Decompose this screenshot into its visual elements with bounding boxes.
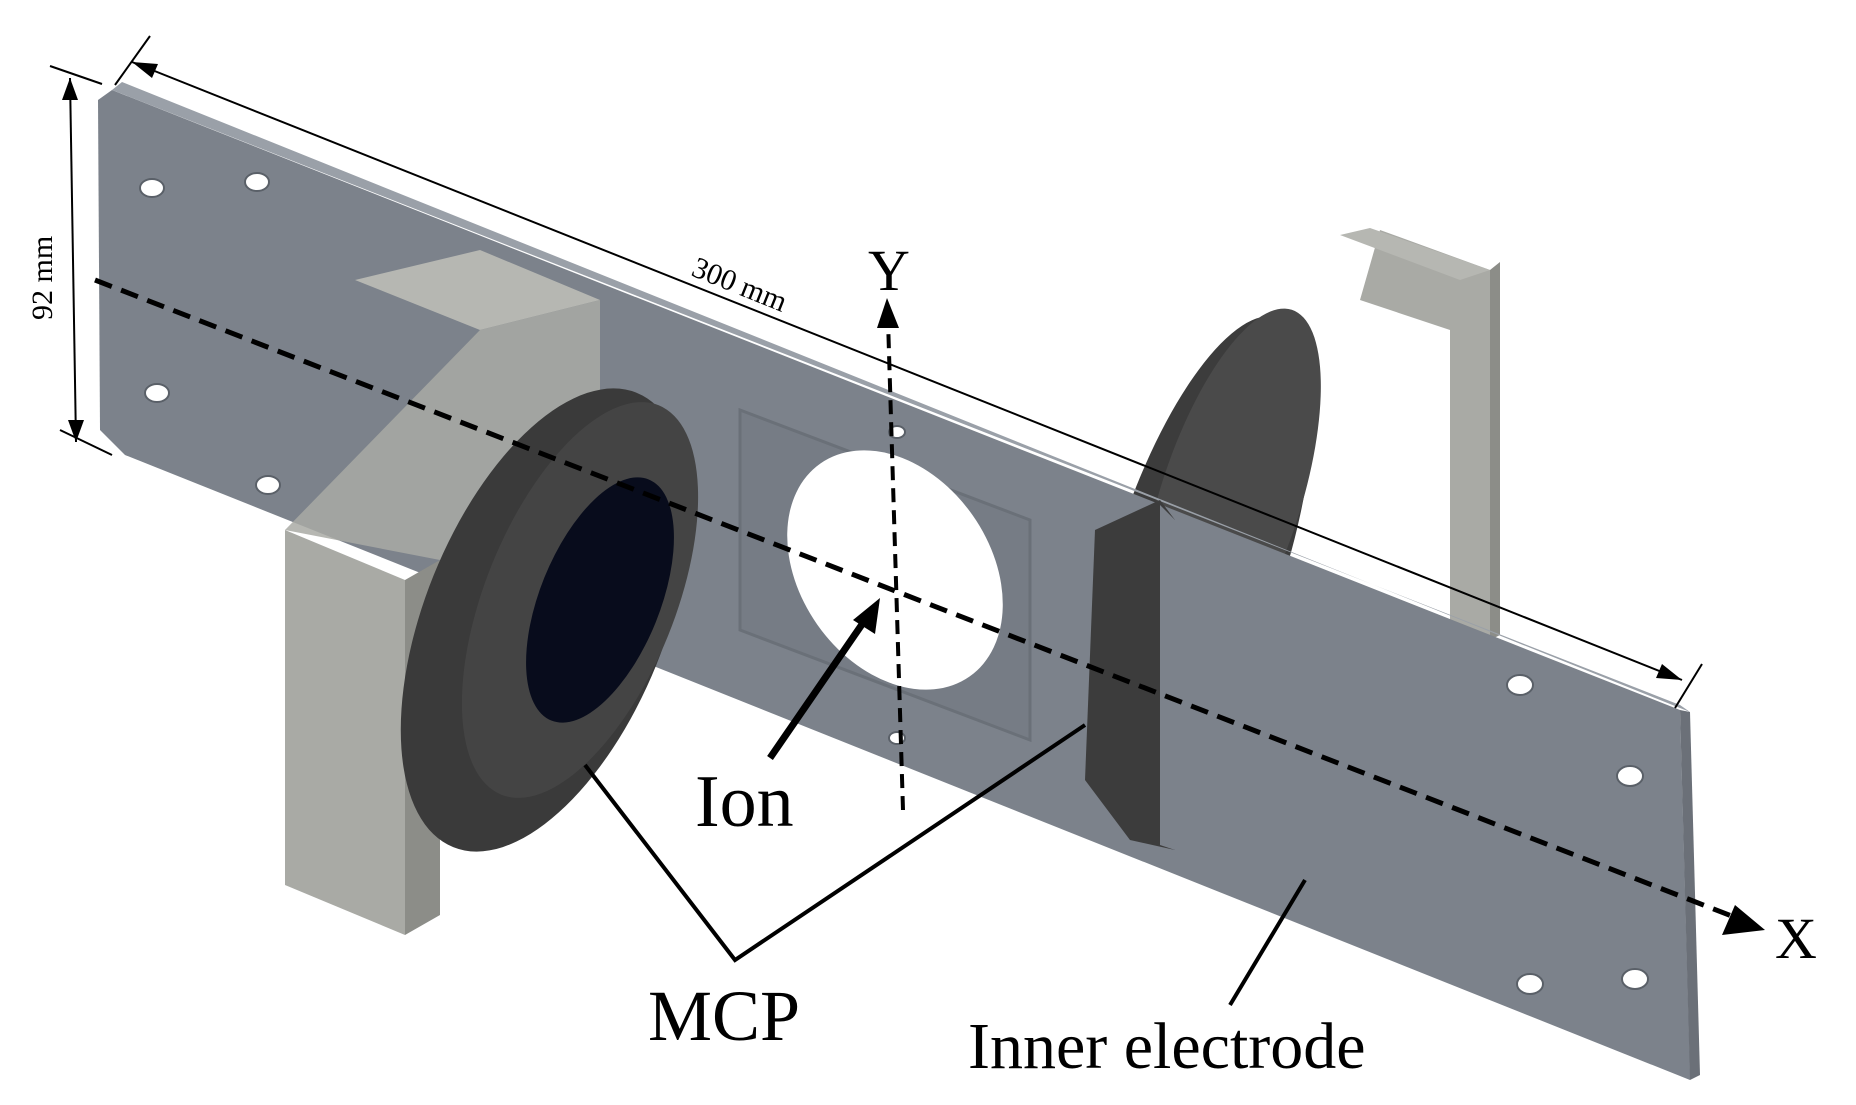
x-axis	[94, 277, 1765, 935]
x-axis-arrowhead	[1722, 905, 1765, 935]
height-dimension-label: 92 mm	[26, 236, 59, 320]
mounting-holes	[139, 172, 1649, 995]
length-dimension-label: 300 mm	[687, 251, 791, 319]
mcp-label: MCP	[648, 976, 800, 1056]
right-support-frame	[1340, 228, 1500, 640]
ion-arrow	[767, 598, 880, 760]
dimension-92mm	[49, 65, 113, 456]
x-axis-label: X	[1775, 906, 1817, 971]
left-mcp	[400, 388, 699, 852]
y-axis	[877, 298, 905, 811]
mcp-leader-lines	[583, 723, 1087, 963]
ion-label: Ion	[695, 761, 794, 843]
inner-electrode-label: Inner electrode	[968, 1010, 1366, 1083]
y-axis-arrowhead	[877, 298, 899, 328]
right-mcp-front	[1085, 500, 1175, 850]
inner-electrode-leader	[1228, 878, 1307, 1007]
dimension-300mm	[114, 35, 1703, 709]
y-axis-label: Y	[868, 238, 910, 303]
ion-aperture	[787, 450, 1003, 690]
mcp-active-area	[526, 477, 674, 723]
center-window	[738, 407, 1032, 743]
